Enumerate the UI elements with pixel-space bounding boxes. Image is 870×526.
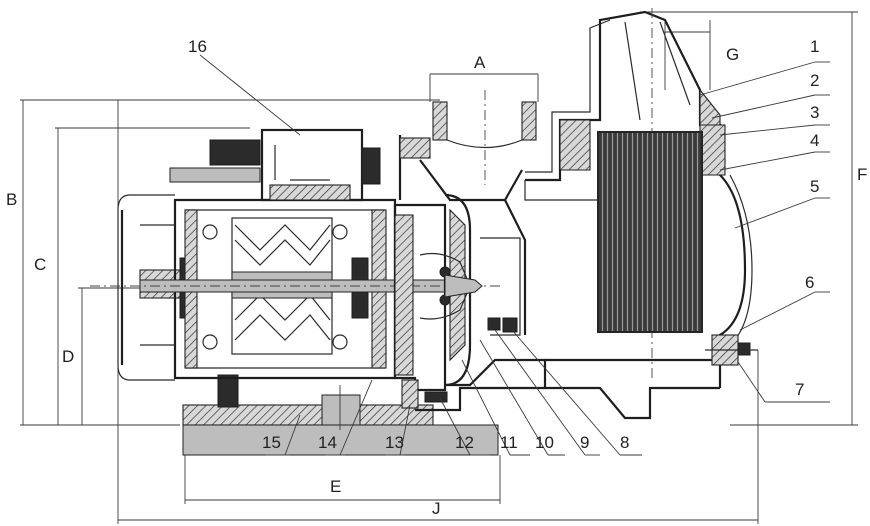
part-label-12: 12 [455, 433, 474, 452]
part-label-9: 9 [580, 433, 589, 452]
inlet-pipe [398, 90, 537, 336]
dim-label-e: E [330, 477, 341, 496]
volute-bottom [401, 358, 720, 420]
part-label-16: 16 [188, 37, 207, 56]
drain-plug [705, 334, 758, 366]
dim-label-j: J [432, 499, 441, 518]
strainer-basket [597, 131, 703, 333]
terminal-box [169, 128, 381, 202]
part-label-5: 5 [810, 177, 819, 196]
shaft [90, 279, 500, 293]
dim-label-g: G [726, 45, 739, 64]
part-label-3: 3 [810, 103, 819, 122]
base-plate [182, 374, 499, 456]
part-label-13: 13 [385, 433, 404, 452]
leader-lines [199, 54, 830, 456]
part-label-10: 10 [535, 433, 554, 452]
dim-label-b: B [6, 190, 17, 209]
dim-label-a: A [474, 53, 486, 72]
part-label-4: 4 [810, 131, 819, 150]
part-label-7: 7 [795, 380, 804, 399]
dim-label-d: D [62, 347, 74, 366]
part-label-8: 8 [620, 433, 629, 452]
part-label-11: 11 [500, 433, 518, 452]
part-label-2: 2 [810, 71, 819, 90]
part-label-1: 1 [810, 37, 819, 56]
part-number-labels: 1 2 3 4 5 6 7 8 9 10 11 12 13 14 15 16 [188, 37, 819, 452]
pump-volute [393, 193, 518, 392]
part-label-15: 15 [262, 433, 281, 452]
dim-label-f: F [857, 165, 867, 184]
part-label-14: 14 [318, 433, 337, 452]
part-label-6: 6 [805, 273, 814, 292]
dimension-letter-labels: A B C D E F G J [6, 45, 867, 518]
dim-label-c: C [34, 255, 46, 274]
